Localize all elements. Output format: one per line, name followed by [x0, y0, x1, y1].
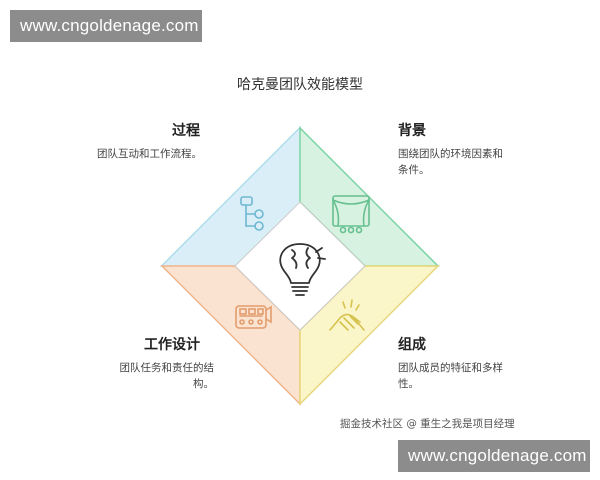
footer-credit: 掘金技术社区 @ 重生之我是项目经理	[340, 418, 515, 430]
handshake-icon	[329, 299, 365, 331]
watermark-top: www.cngoldenage.com	[10, 10, 202, 42]
section-desc-composition: 团队成员的特征和多样 性。	[398, 360, 503, 392]
conveyor-icon	[235, 305, 272, 329]
desc-line: 围绕团队的环境因素和	[398, 148, 503, 160]
desc-line: 性。	[398, 378, 419, 390]
section-desc-process: 团队互动和工作流程。	[97, 146, 202, 162]
section-title-context: 背景	[398, 123, 426, 139]
workflow-icon	[240, 196, 264, 231]
section-title-design: 工作设计	[144, 337, 200, 353]
section-title-composition: 组成	[398, 337, 426, 353]
desc-line: 条件。	[398, 164, 430, 176]
desc-line: 构。	[193, 378, 214, 390]
quadrant-process-inner	[162, 128, 300, 266]
desc-line: 团队任务和责任的结	[119, 362, 215, 374]
puzzle-lightbulb-icon	[279, 243, 326, 296]
section-desc-context: 围绕团队的环境因素和 条件。	[398, 146, 503, 178]
stage-curtain-icon	[332, 195, 370, 234]
section-desc-design: 团队任务和责任的结 构。	[106, 360, 215, 392]
diagram-title: 哈克曼团队效能模型	[237, 77, 363, 93]
center-diamond	[234, 201, 366, 331]
desc-line: 团队互动和工作流程。	[97, 148, 202, 160]
watermark-bottom: www.cngoldenage.com	[398, 440, 590, 472]
desc-line: 团队成员的特征和多样	[398, 362, 503, 374]
section-title-process: 过程	[172, 123, 200, 139]
